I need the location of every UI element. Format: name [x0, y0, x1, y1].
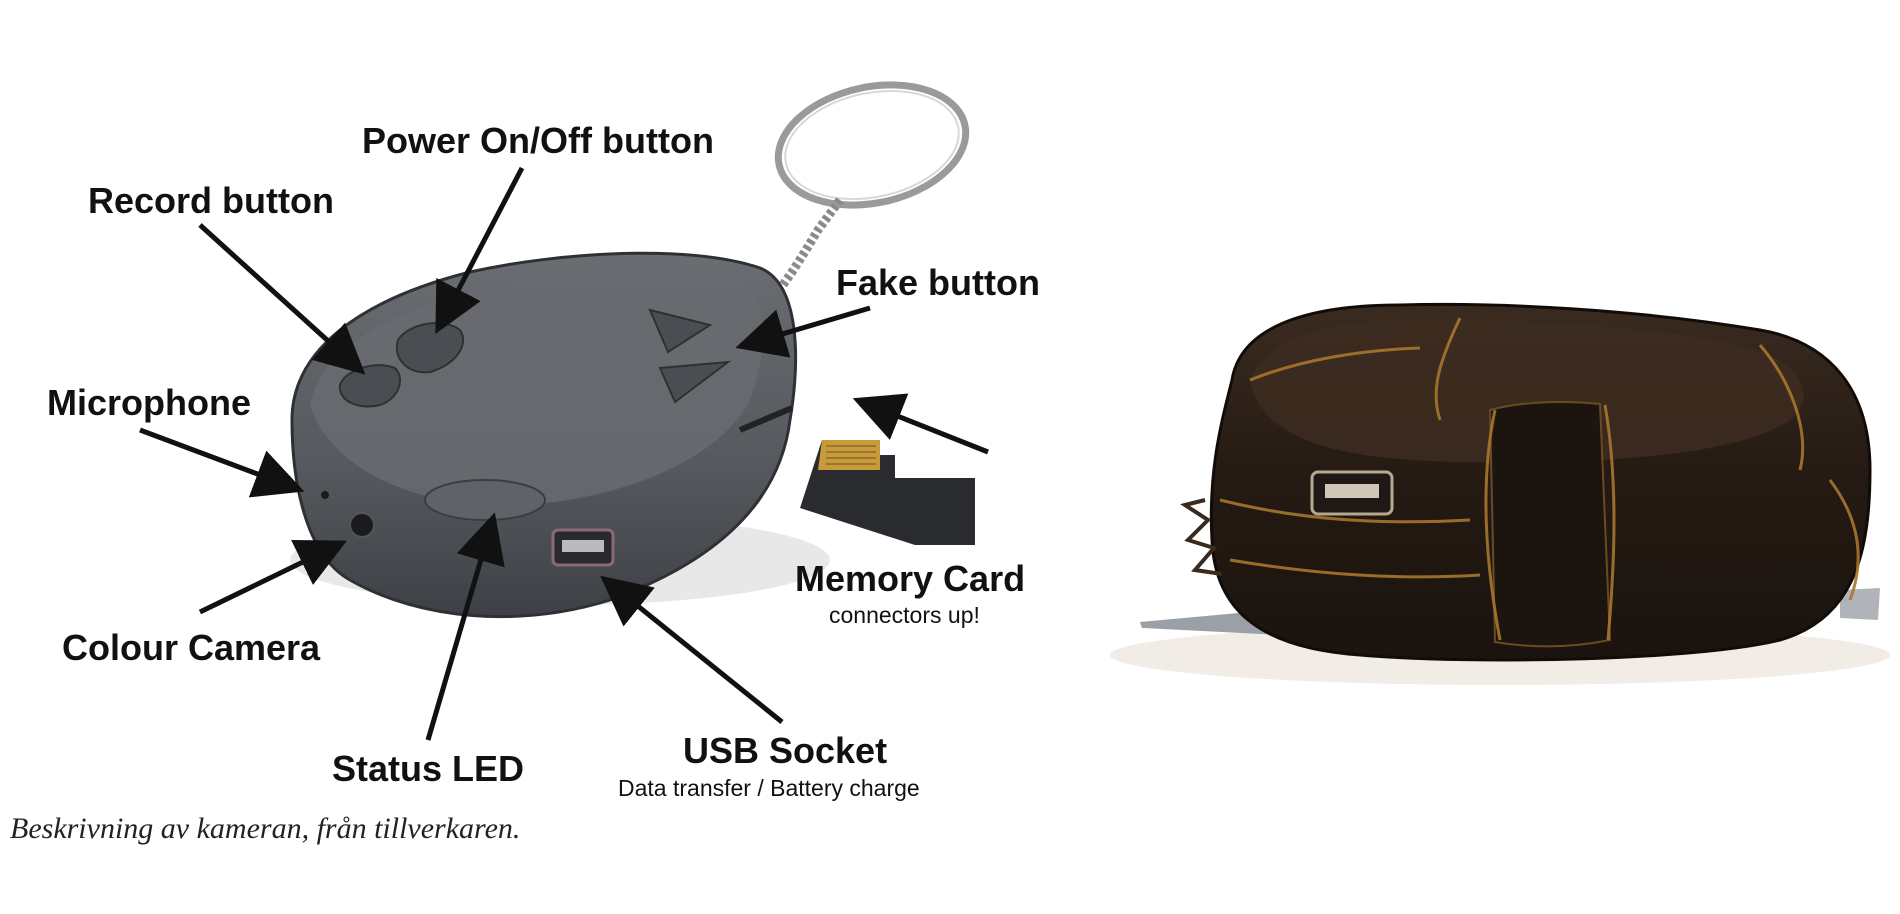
- label-usb-note: Data transfer / Battery charge: [618, 775, 920, 801]
- wrapped-device-photo: [1110, 302, 1890, 685]
- label-record-button: Record button: [88, 180, 334, 221]
- label-usb-socket: USB Socket: [683, 730, 888, 771]
- callout-arrows: [139, 166, 989, 741]
- memory-card: [800, 440, 975, 545]
- label-microphone: Microphone: [47, 382, 251, 423]
- label-memory-card-note: connectors up!: [829, 602, 980, 628]
- label-memory-card: Memory Card: [795, 558, 1026, 599]
- figure-caption: Beskrivning av kameran, från tillverkare…: [10, 812, 521, 845]
- label-power-button: Power On/Off button: [362, 120, 714, 161]
- label-status-led: Status LED: [332, 748, 525, 789]
- key-ring: [774, 81, 970, 295]
- label-colour-camera: Colour Camera: [62, 627, 321, 668]
- keychain-camera: [290, 251, 830, 619]
- label-fake-button: Fake button: [836, 262, 1040, 303]
